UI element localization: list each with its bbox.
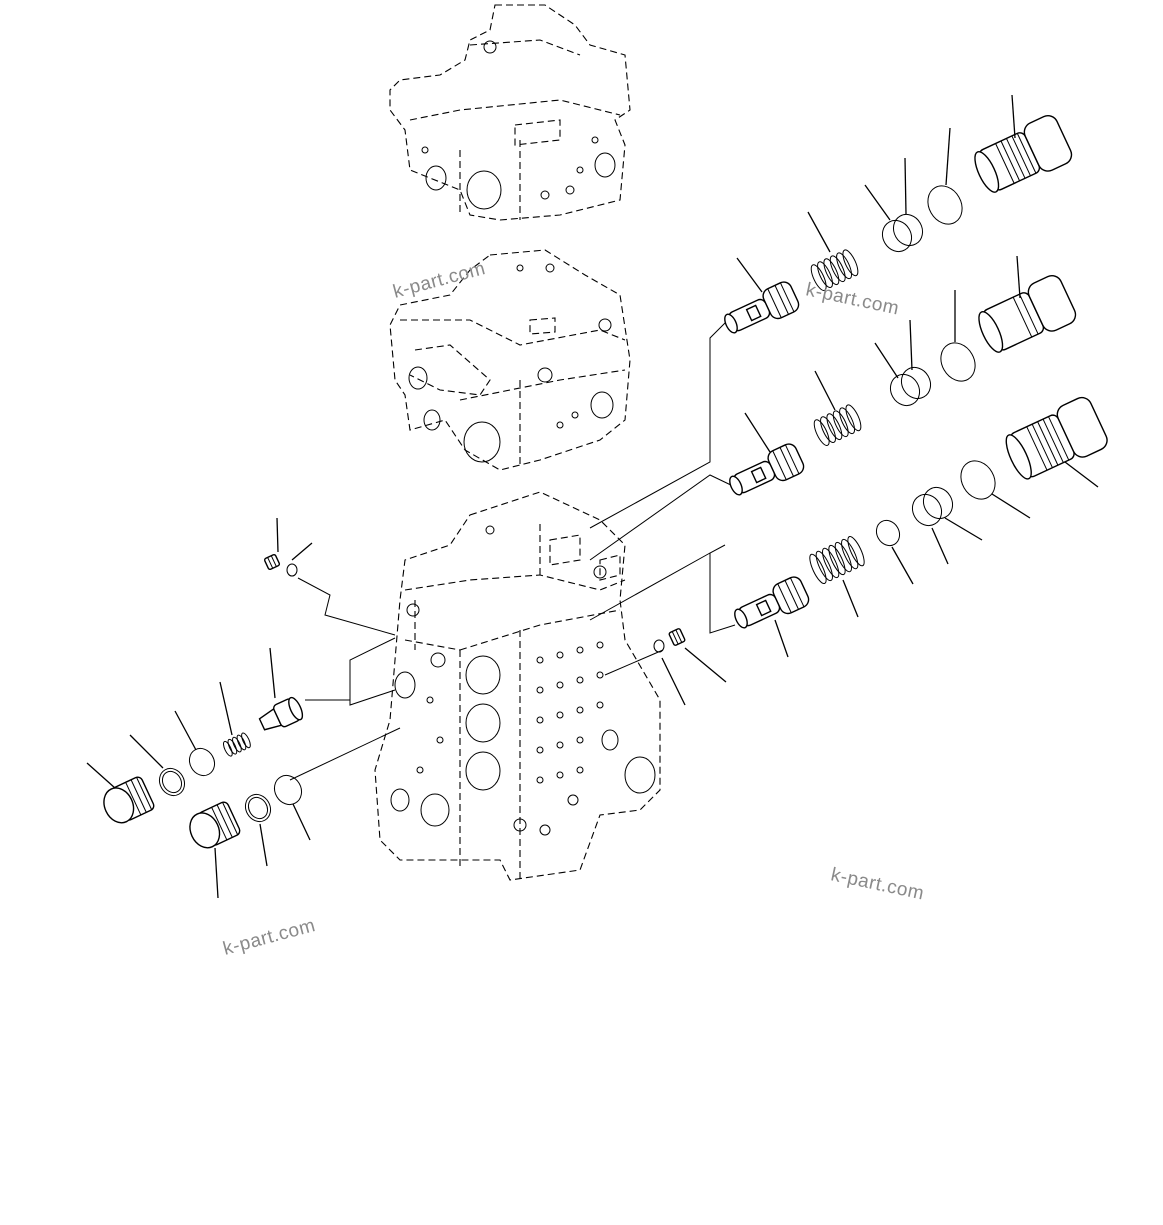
spool-row-3 bbox=[734, 396, 1108, 629]
valve-section-middle-reference bbox=[389, 249, 631, 471]
small-o-ring-upper bbox=[286, 563, 298, 577]
backup-ring-2 bbox=[900, 366, 932, 400]
spool-1 bbox=[724, 281, 800, 334]
spool-3 bbox=[734, 576, 810, 629]
o-ring-3b bbox=[911, 493, 943, 527]
o-ring-3a bbox=[875, 519, 901, 547]
small-spring-left bbox=[223, 732, 251, 757]
o-ring-2a bbox=[889, 373, 921, 407]
o-ring-2b bbox=[940, 342, 976, 382]
spring-1 bbox=[810, 249, 859, 291]
plug-left-b bbox=[189, 801, 241, 849]
o-ring-1a bbox=[881, 219, 913, 253]
watermark-3: k-part.com bbox=[829, 864, 926, 904]
spool-row-1 bbox=[724, 115, 1073, 334]
watermark-1: k-part.com bbox=[391, 258, 488, 303]
cap-3 bbox=[1005, 396, 1108, 480]
small-o-ring-right bbox=[653, 639, 665, 653]
backup-ring-1 bbox=[892, 213, 924, 247]
o-ring-3c bbox=[960, 460, 996, 500]
spool-2 bbox=[729, 443, 805, 496]
watermark-2: k-part.com bbox=[804, 279, 901, 319]
watermark-4: k-part.com bbox=[221, 915, 318, 960]
leader-lines bbox=[86, 94, 1099, 899]
o-ring-left-a bbox=[188, 747, 216, 777]
poppet bbox=[258, 696, 304, 731]
assembly-lines bbox=[289, 319, 736, 781]
spring-3 bbox=[809, 535, 865, 585]
spring-2 bbox=[813, 404, 862, 446]
washer-left-a bbox=[158, 767, 186, 797]
o-ring-left-b bbox=[273, 774, 303, 806]
spool-row-2 bbox=[729, 275, 1077, 496]
washer-left-a-inner bbox=[161, 770, 183, 794]
cap-2 bbox=[978, 275, 1077, 353]
plug-left-a bbox=[103, 776, 155, 824]
o-ring-1b bbox=[927, 185, 963, 225]
washer-left-b bbox=[244, 793, 272, 823]
backup-ring-3 bbox=[922, 486, 954, 520]
small-plug-upper bbox=[263, 553, 281, 571]
cap-1 bbox=[974, 115, 1073, 193]
washer-left-b-inner bbox=[247, 796, 269, 820]
small-plug-right bbox=[668, 628, 686, 646]
main-valve-body bbox=[374, 491, 661, 881]
valve-section-top-reference bbox=[389, 4, 631, 221]
